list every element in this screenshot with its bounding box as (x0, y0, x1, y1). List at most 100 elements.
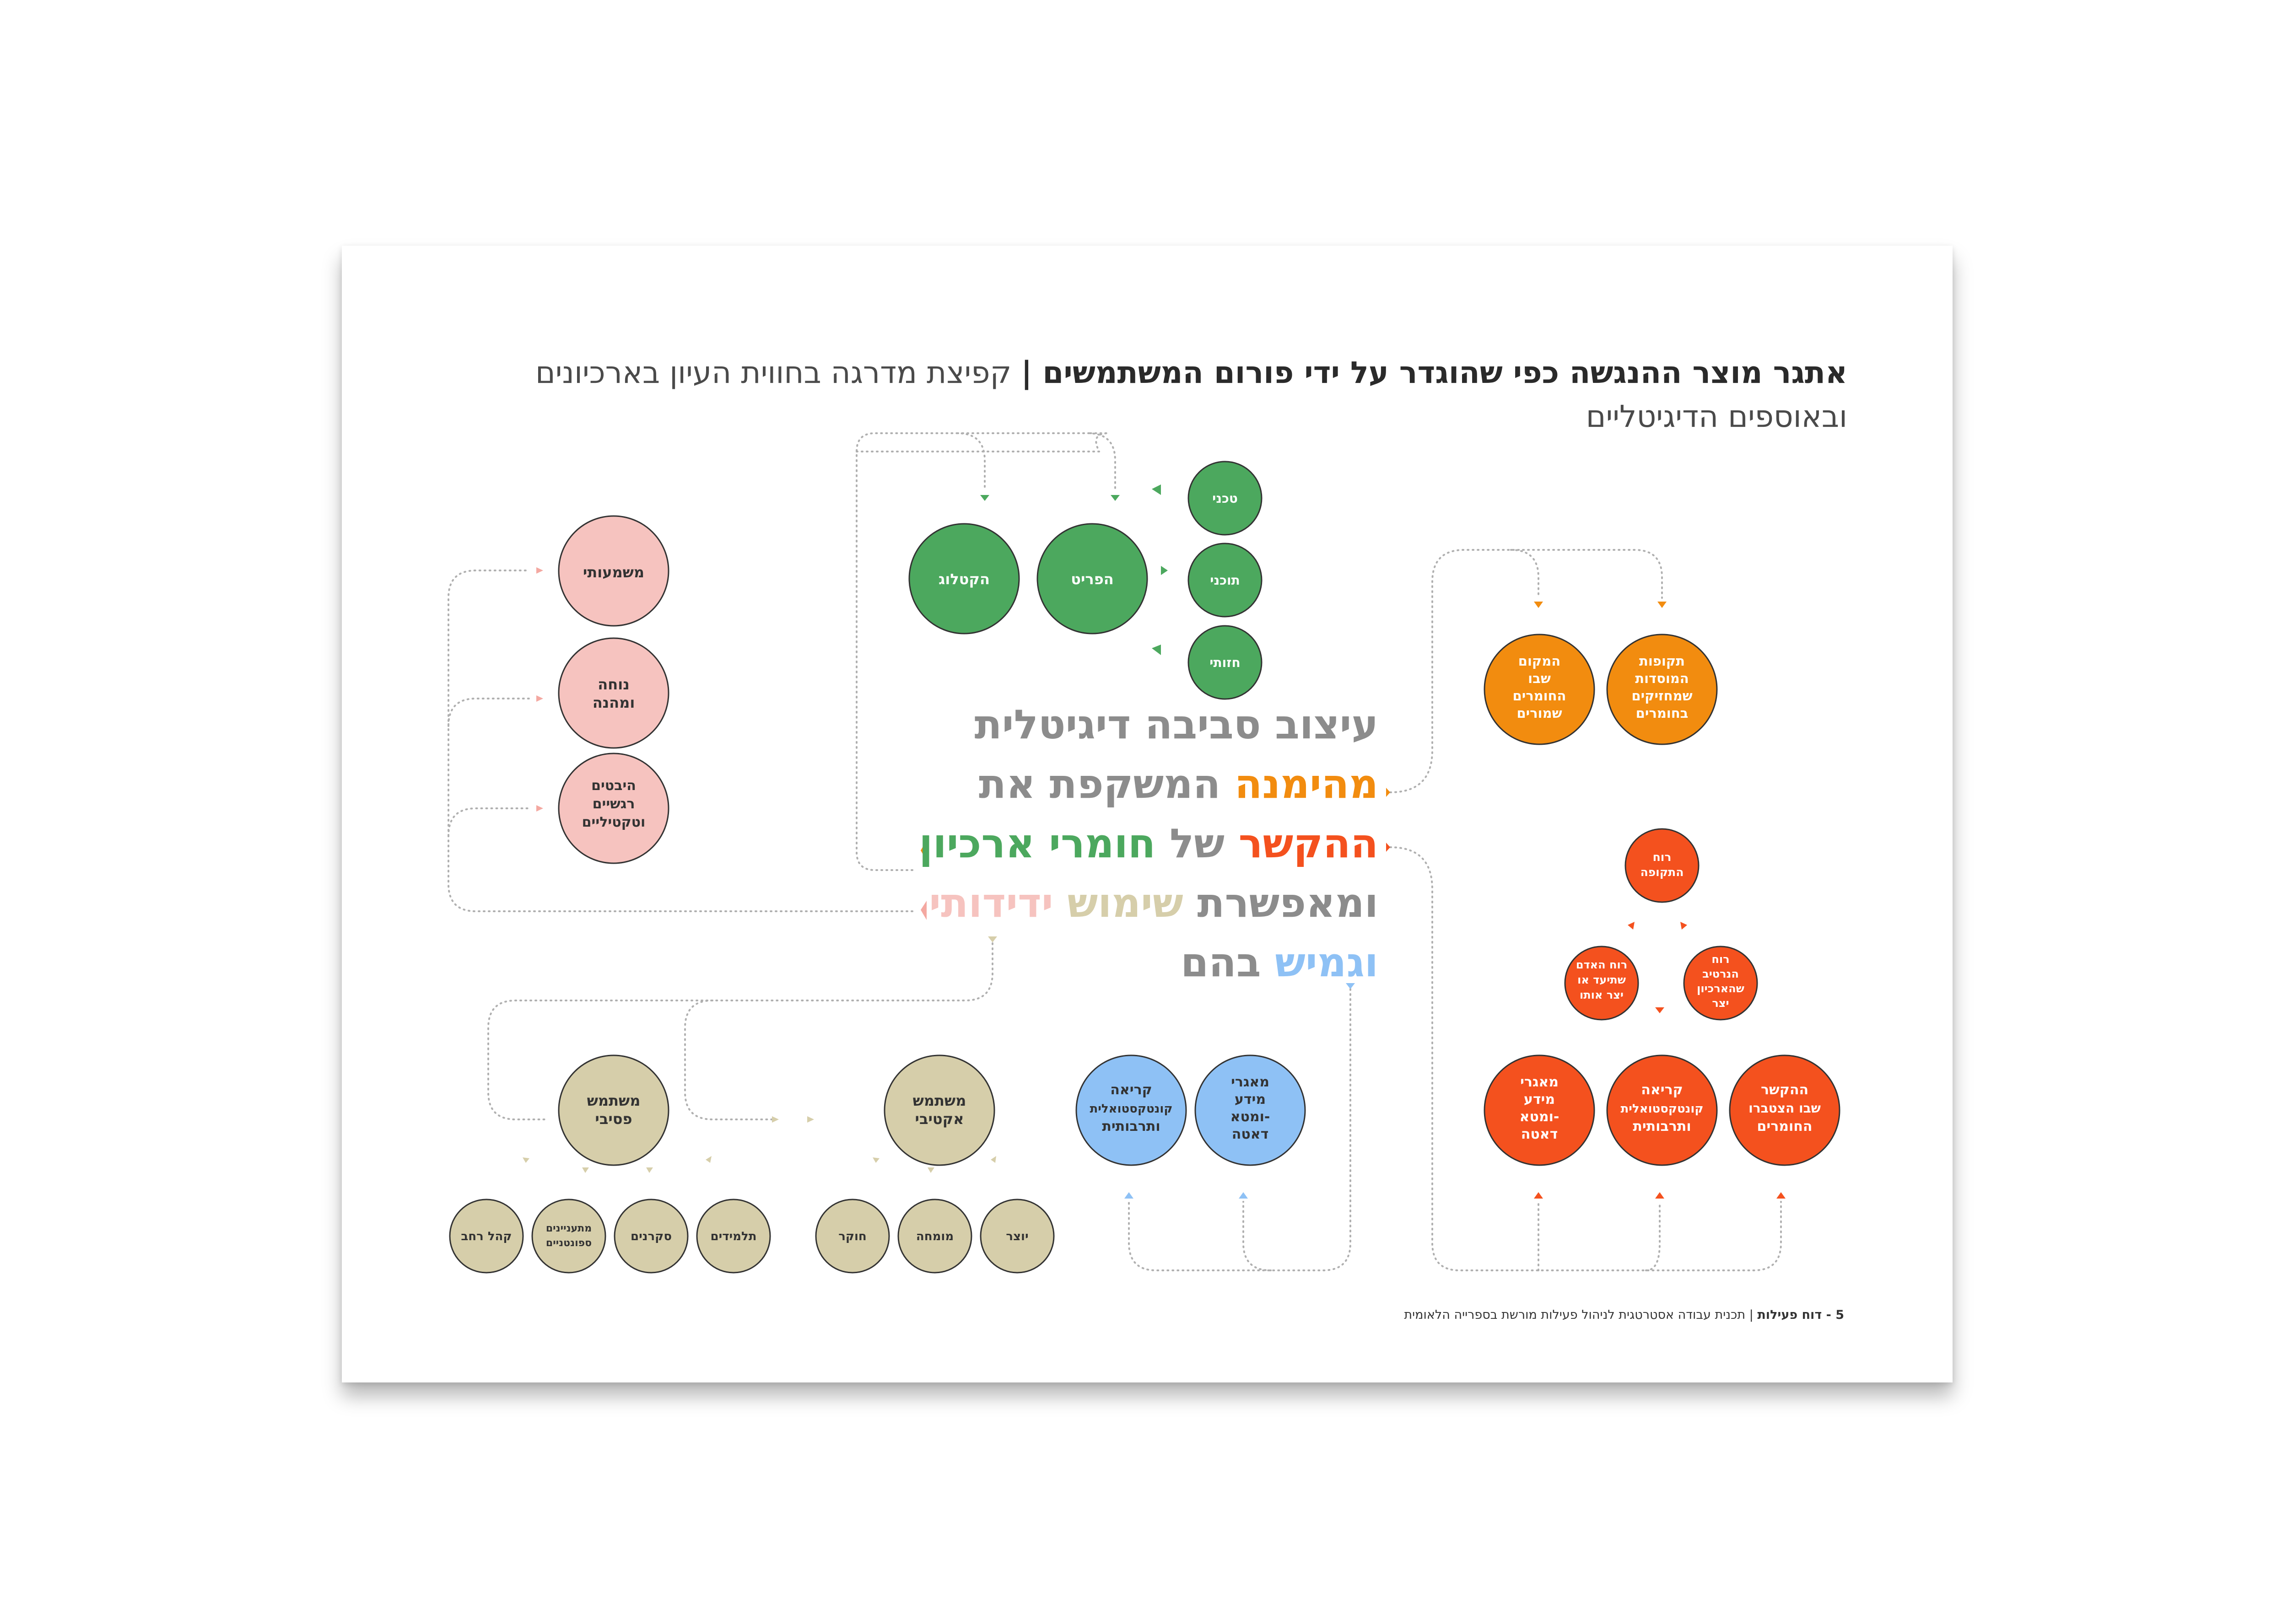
khaki-node-expert: מומחה (897, 1199, 972, 1274)
svg-text:אקטיבי: אקטיבי (915, 1110, 964, 1128)
central-statement: עיצוב סביבה דיגיטלית מהימנה המשקפת את הה… (919, 701, 1378, 986)
statement-of: של (1170, 820, 1225, 867)
statement-reflects: המשקפת את (979, 760, 1220, 807)
svg-text:וטקטיליים: וטקטיליים (582, 814, 646, 830)
khaki-node-spontaneous: מתעניינים ספונטניים (531, 1199, 606, 1274)
svg-text:שהארכיון: שהארכיון (1697, 982, 1744, 995)
svg-text:התקופה: התקופה (1640, 866, 1684, 879)
arrowheads (523, 484, 1786, 1199)
svg-text:ומטא-: ומטא- (1520, 1109, 1560, 1125)
concept-diagram: משמעותי נוחה ומהנה היבטים רגשיים וטקטילי… (448, 432, 1840, 1274)
khaki-node-curious: סקרנים (614, 1199, 689, 1274)
svg-text:חוקר: חוקר (838, 1230, 867, 1243)
svg-text:הפריט: הפריט (1071, 570, 1113, 588)
svg-text:המוסדות: המוסדות (1635, 671, 1689, 686)
svg-text:טכני: טכני (1212, 491, 1238, 506)
red-node-narrative: רוח הנרטיב שהארכיון יצר (1683, 946, 1758, 1021)
green-node-catalog: הקטלוג (908, 523, 1020, 635)
svg-text:מאגרי: מאגרי (1231, 1074, 1269, 1090)
pink-node-convenient: נוחה ומהנה (558, 637, 669, 749)
svg-text:משתמש: משתמש (587, 1092, 641, 1109)
svg-text:נוחה: נוחה (598, 676, 629, 693)
svg-text:תלמידים: תלמידים (710, 1230, 756, 1243)
svg-text:וגמיש בהם: וגמיש בהם (1181, 939, 1378, 986)
svg-text:ההקשר של: ההקשר של חומרי ארכיון (919, 820, 1378, 867)
svg-text:עיצוב סביבה דיגיטלית: עיצוב סביבה דיגיטלית (974, 701, 1378, 748)
statement-use: שימוש (1067, 879, 1183, 926)
svg-text:החומרים: החומרים (1513, 688, 1566, 704)
statement-trusted: מהימנה (1235, 760, 1378, 807)
svg-text:רגשיים: רגשיים (593, 796, 635, 812)
khaki-node-creator: יוצר (980, 1199, 1055, 1274)
green-node-content: תוכני (1187, 543, 1263, 618)
svg-text:דאטה: דאטה (1232, 1126, 1268, 1142)
svg-text:ומהנה: ומהנה (593, 694, 635, 711)
svg-text:מאגרי: מאגרי (1520, 1074, 1559, 1090)
svg-text:סקרנים: סקרנים (631, 1230, 672, 1243)
statement-in-them: בהם (1181, 939, 1261, 986)
svg-text:משמעותי: משמעותי (583, 564, 644, 581)
red-node-zeitgeist: רוח התקופה (1624, 828, 1700, 903)
red-node-context: ההקשר שבו הצטברו החומרים (1729, 1054, 1840, 1166)
pink-node-meaningful: משמעותי (558, 515, 669, 627)
pink-node-tactile: היבטים רגשיים וטקטיליים (558, 753, 669, 864)
red-node-metadata: מאגרי מידע ומטא- דאטה (1484, 1054, 1595, 1166)
svg-text:יצר: יצר (1712, 997, 1729, 1010)
svg-text:רוח: רוח (1653, 850, 1672, 864)
svg-text:המקום: המקום (1518, 653, 1560, 669)
page-footer: 5 - דוח פעילות | תכנית עבודה אסטרטגית לנ… (1404, 1308, 1844, 1322)
svg-text:תוכני: תוכני (1210, 573, 1240, 588)
statement-archive-materials: חומרי ארכיון (919, 820, 1155, 867)
statement-context: ההקשר (1239, 820, 1378, 867)
svg-text:ותרבותית: ותרבותית (1102, 1119, 1160, 1135)
svg-text:יצר אותו: יצר אותו (1580, 989, 1624, 1001)
svg-text:בחומרים: בחומרים (1636, 705, 1689, 721)
statement-enables: ומאפשרת (1197, 879, 1378, 926)
svg-text:משתמש: משתמש (913, 1092, 966, 1109)
green-node-technical: טכני (1187, 461, 1263, 536)
svg-text:שמורים: שמורים (1516, 705, 1562, 721)
svg-text:שמחזיקים: שמחזיקים (1631, 688, 1692, 704)
statement-flexible: וגמיש (1275, 939, 1378, 986)
svg-text:החומרים: החומרים (1757, 1119, 1812, 1135)
amber-node-periods: תקופות המוסדות שמחזיקים בחומרים (1606, 634, 1718, 745)
svg-text:רוח האדם: רוח האדם (1576, 958, 1627, 971)
khaki-node-researcher: חוקר (815, 1199, 890, 1274)
svg-text:קריאה: קריאה (1641, 1082, 1683, 1098)
svg-text:דאטה: דאטה (1521, 1126, 1558, 1142)
svg-text:ומטא-: ומטא- (1230, 1109, 1270, 1125)
blue-node-contextual-reading: קריאה קונטקסטואלית ותרבותית (1075, 1054, 1187, 1166)
khaki-node-active-user: משתמש אקטיבי (884, 1054, 995, 1166)
khaki-node-passive-user: משתמש פסיבי (558, 1054, 669, 1166)
amber-node-place: המקום שבו החומרים שמורים (1484, 634, 1595, 745)
svg-text:קריאה: קריאה (1110, 1082, 1152, 1098)
svg-text:תקופות: תקופות (1639, 653, 1685, 669)
svg-text:היבטים: היבטים (591, 778, 636, 794)
svg-text:שתיעד או: שתיעד או (1577, 973, 1626, 986)
green-node-visual: חזותי (1187, 625, 1263, 700)
svg-text:קהל רחב: קהל רחב (461, 1230, 512, 1243)
statement-line-1: עיצוב סביבה דיגיטלית (974, 701, 1378, 748)
title-regular: קפיצת מדרגה בחווית העיון בארכיונים ובאוס… (535, 355, 1847, 434)
svg-text:מהימנה המשקפ: מהימנה המשקפת את (979, 760, 1378, 807)
green-node-item: הפריט (1036, 523, 1148, 635)
svg-text:חזותי: חזותי (1209, 655, 1240, 670)
title-bold: אתגר מוצר ההנגשה כפי שהוגדר על ידי פורום… (1021, 355, 1847, 390)
footer-page: 5 - דוח פעילות (1757, 1308, 1844, 1322)
svg-text:ההקשר: ההקשר (1761, 1082, 1808, 1098)
svg-text:מתעניינים: מתעניינים (546, 1223, 592, 1234)
svg-text:הנרטיב: הנרטיב (1702, 968, 1739, 980)
svg-text:שבו: שבו (1528, 671, 1551, 686)
svg-text:הקטלוג: הקטלוג (939, 570, 990, 588)
svg-text:ותרבותית: ותרבותית (1633, 1119, 1691, 1135)
svg-text:שבו הצטברו: שבו הצטברו (1748, 1101, 1821, 1116)
connectors (448, 432, 1782, 1271)
khaki-node-general-public: קהל רחב (449, 1199, 524, 1274)
svg-text:ומאפשרת שימו: ומאפשרת שימוש ידידותי (929, 879, 1378, 926)
svg-text:פסיבי: פסיבי (595, 1110, 632, 1128)
blue-node-metadata: מאגרי מידע ומטא- דאטה (1194, 1054, 1306, 1166)
svg-text:מומחה: מומחה (916, 1230, 954, 1243)
svg-text:קונטקסטואלית: קונטקסטואלית (1090, 1102, 1173, 1116)
svg-text:קונטקסטואלית: קונטקסטואלית (1621, 1102, 1704, 1116)
svg-text:רוח: רוח (1711, 953, 1729, 966)
